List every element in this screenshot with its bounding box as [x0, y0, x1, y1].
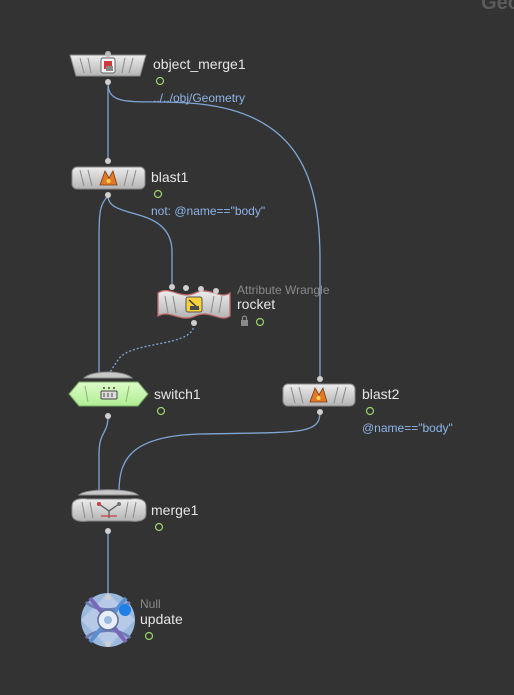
attribute-wrangle-icon [185, 296, 203, 313]
wire-rocket-switch1[interactable] [109, 323, 195, 373]
node-blast2[interactable] [282, 376, 375, 416]
node-comment-blast2: @name=="body" [362, 421, 453, 435]
node-type-rocket: Attribute Wrangle [237, 283, 330, 297]
lock-icon[interactable] [241, 315, 248, 326]
switch-icon [100, 387, 118, 400]
node-name-blast2[interactable]: blast2 [362, 386, 400, 402]
display-flag-icon[interactable] [155, 76, 165, 86]
node-switch1[interactable] [68, 371, 166, 419]
node-type-update: Null [140, 597, 161, 611]
wire-object-merge1-blast2[interactable] [107, 82, 321, 377]
node-update[interactable] [81, 593, 154, 647]
display-flag-icon[interactable] [153, 189, 163, 199]
object-merge-icon [100, 57, 116, 74]
node-name-update[interactable]: update [140, 611, 183, 627]
display-flag-icon[interactable] [144, 631, 154, 641]
wire-blast2-merge1[interactable] [118, 411, 321, 493]
node-blast1[interactable] [71, 158, 163, 199]
blast-icon [99, 169, 118, 186]
display-flag-icon[interactable] [365, 406, 375, 416]
display-flag-icon[interactable] [255, 317, 265, 327]
node-comment-object-merge1: ../../obj/Geometry [153, 91, 246, 105]
display-flag-icon[interactable] [156, 406, 166, 416]
node-name-object-merge1[interactable]: object_merge1 [153, 56, 246, 72]
node-name-blast1[interactable]: blast1 [151, 169, 189, 185]
node-name-switch1[interactable]: switch1 [154, 386, 201, 402]
wire-switch1-merge1[interactable] [98, 415, 109, 492]
node-rocket[interactable] [157, 284, 265, 327]
merge-icon [97, 502, 121, 518]
node-comment-blast1: not: @name=="body" [151, 204, 266, 218]
null-icon [81, 593, 135, 647]
wire-blast1-rocket[interactable] [107, 195, 173, 284]
node-name-merge1[interactable]: merge1 [151, 502, 199, 518]
blast-icon [309, 386, 328, 403]
node-merge1[interactable] [71, 489, 164, 534]
wire-blast1-switch1[interactable] [98, 195, 109, 372]
network-context-label: Geo [481, 0, 514, 14]
node-object-merge1[interactable] [69, 51, 165, 86]
node-name-rocket[interactable]: rocket [237, 296, 276, 312]
wires [98, 82, 321, 596]
display-flag-icon[interactable] [154, 522, 164, 532]
